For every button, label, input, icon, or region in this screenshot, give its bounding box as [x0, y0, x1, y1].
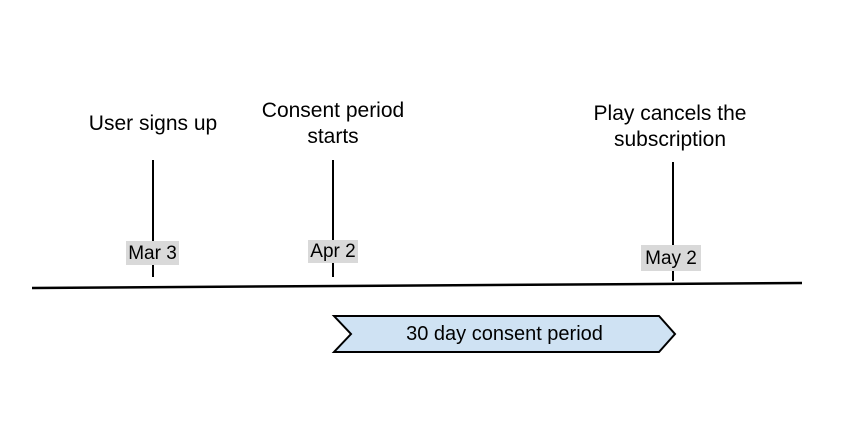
event-label-consent-period-starts: Consent period starts	[261, 99, 405, 148]
event-label-play-cancels-subscription: Play cancels the subscription	[593, 102, 747, 151]
event-date-chip-apr2: Apr 2	[308, 240, 358, 263]
chevron-banner-shape	[334, 316, 675, 352]
consent-period-banner-label: 30 day consent period	[406, 322, 603, 345]
event-label-user-signs-up: User signs up	[88, 112, 218, 135]
chevron-banner-outline	[331, 315, 677, 353]
event-date-chip-may2: May 2	[641, 245, 701, 271]
timeline-axis	[31, 281, 803, 290]
event-date-chip-mar3: Mar 3	[126, 241, 179, 265]
